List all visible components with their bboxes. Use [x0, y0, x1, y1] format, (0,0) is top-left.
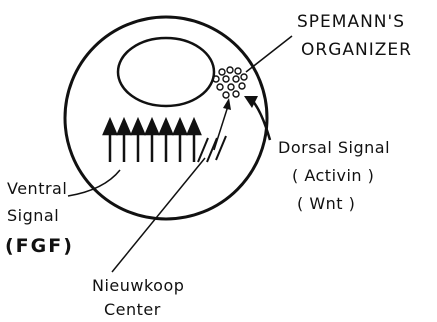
dorsal-signal-label: Dorsal Signal	[278, 140, 390, 156]
ventral-label-line2: Signal	[7, 208, 59, 224]
organizer-cell-cluster	[213, 67, 247, 98]
organizer-label-line2: ORGANIZER	[301, 42, 412, 59]
nieuwkoop-label-line2: Center	[104, 302, 161, 318]
nieuwkoop-hatching	[198, 136, 226, 162]
nieuwkoop-label-line1: Nieuwkoop	[92, 278, 184, 294]
ventral-label-line1: Ventral	[7, 181, 67, 197]
dorsal-activin-label: ( Activin )	[292, 168, 374, 184]
organizer-label-line1: SPEMANN'S	[297, 14, 405, 31]
blastocoel-oval	[118, 38, 214, 106]
ventral-fgf-label: (FGF)	[5, 237, 74, 256]
ventral-leader-line	[68, 170, 120, 196]
organizer-leader-line	[246, 36, 292, 72]
ventral-signal-arrows	[104, 120, 200, 162]
dorsal-wnt-label: ( Wnt )	[297, 196, 355, 212]
